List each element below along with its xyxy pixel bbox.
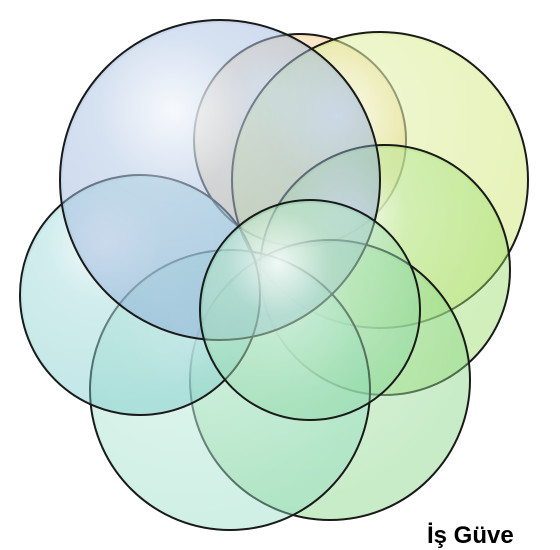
diagram-caption: İş Güve (427, 521, 514, 550)
circle-center-green (200, 200, 420, 420)
